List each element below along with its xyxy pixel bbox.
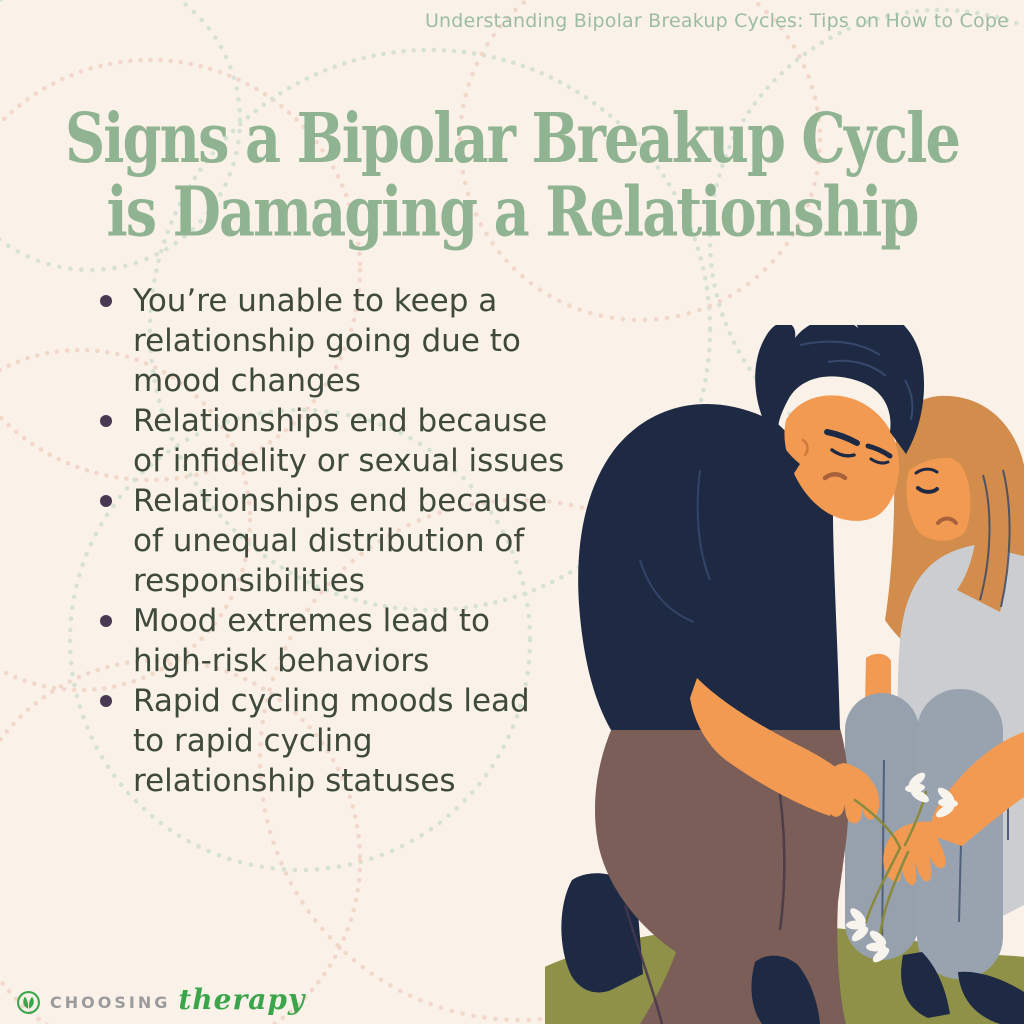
bullet-line: You’re unable to keep a [133,283,498,319]
woman-arm-group [883,732,1024,886]
woman-hair-strand [953,430,1009,612]
bullet-dot [100,695,112,707]
sprout-icon [17,990,40,1014]
list-item: Mood extremes lead to high-risk behavior… [100,601,564,681]
bullet-line: responsibilities [133,563,365,599]
bullet-line: relationship going due to [133,323,521,359]
man-hair-lines [799,340,914,421]
flower-blossoms [846,772,958,963]
brand-name: CHOOSING [50,992,171,1012]
woman-eye [916,486,939,494]
list-item: Relationships end because of unequal dis… [100,481,564,601]
man-hair-side [768,432,800,486]
bullet-line: Relationships end because [133,403,548,439]
bullet-line: Relationships end because [133,483,548,519]
woman-hair-fringe [903,437,986,476]
title-line-2: is Damaging a Relationship [106,171,919,252]
man-eye-right [869,457,890,465]
man-foot [751,955,820,1024]
man-sweater-folds [639,469,711,623]
man-hair [755,325,925,454]
woman-arm [930,732,1024,846]
page-title: Signs a Bipolar Breakup Cycle is Damagin… [20,102,1003,248]
man-hand [813,763,880,824]
woman-hair-lines [979,469,1011,608]
bullet-dot [100,615,112,627]
man-figure [561,325,925,1024]
bullet-line: high-risk behaviors [133,643,430,679]
man-eye-left [830,448,856,458]
bullet-line: of infidelity or sexual issues [133,443,565,479]
man-sweater [578,404,840,730]
man-ear-line [801,438,809,457]
brand-script: therapy [178,982,306,1016]
title-line-1: Signs a Bipolar Breakup Cycle [65,98,961,179]
man-eyebrow-right [865,443,893,459]
woman-knee-left [845,693,919,960]
woman-hand [883,821,946,886]
man-forearm [690,678,846,816]
bullet-dot [100,415,112,427]
bullet-dot [100,295,112,307]
woman-eyebrow [914,467,939,475]
comforting-couple-illustration [545,325,1024,1024]
brand-logo: CHOOSING therapy [16,982,305,1022]
man-eyebrow-left [824,429,860,446]
bullet-line: of unequal distribution of [133,523,525,559]
flowers [846,772,958,963]
man-pants [595,728,849,1024]
woman-face [906,454,971,541]
bullet-dot [100,495,112,507]
woman-shoe-right [958,971,1024,1024]
list-item: Rapid cycling moods lead to rapid cyclin… [100,681,564,801]
bullet-line: to rapid cycling [133,723,373,759]
bullet-line: mood changes [133,363,361,399]
woman-shoe-left [901,952,950,1018]
man-mouth [822,472,848,481]
man-boot [561,873,643,993]
signs-list: You’re unable to keep a relationship goi… [100,281,564,801]
list-item: You’re unable to keep a relationship goi… [100,281,564,401]
page-caption: Understanding Bipolar Breakup Cycles: Ti… [424,10,1009,32]
bullet-line: relationship statuses [133,763,456,799]
bullet-line: Rapid cycling moods lead [133,683,530,719]
man-face [784,395,900,521]
list-item: Relationships end because of infidelity … [100,401,564,481]
bullet-line: Mood extremes lead to [133,603,490,639]
woman-mouth [936,516,958,525]
